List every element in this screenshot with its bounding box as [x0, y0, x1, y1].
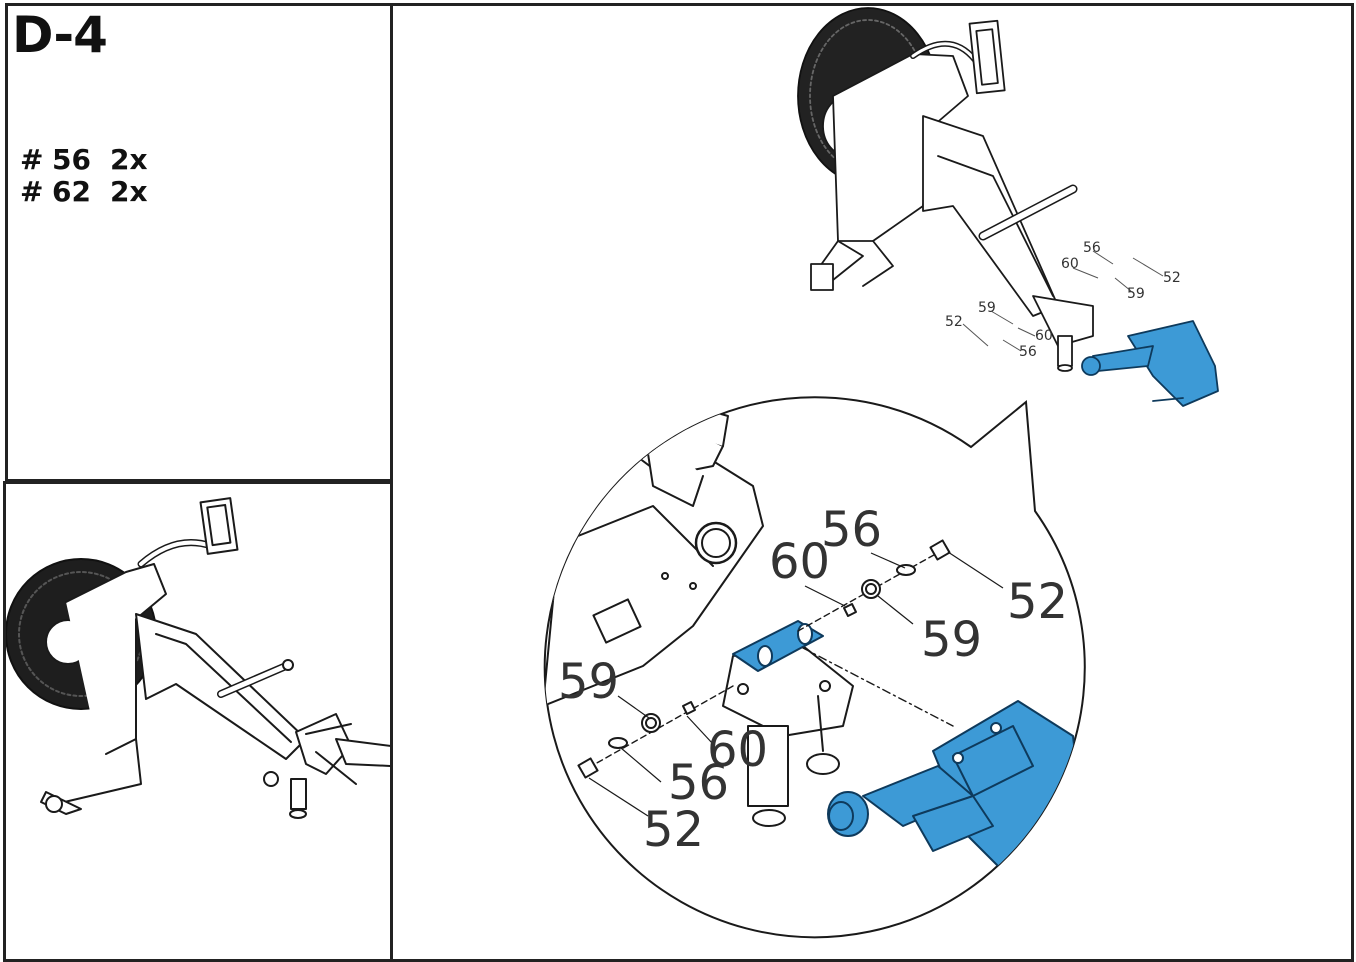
assembled-preview-panel [3, 481, 393, 962]
zoom-leader-lines [588, 551, 1004, 817]
part-number: 62 [52, 175, 91, 208]
parts-list-row: #62 2x [20, 176, 148, 208]
callout-label-60b: 60 [707, 722, 768, 778]
callout-label-52: 52 [1007, 574, 1068, 630]
overview-label-59: 59 [1127, 286, 1145, 302]
part-hash: # [20, 175, 44, 208]
callout-label-52b: 52 [643, 802, 704, 858]
callout-label-56: 56 [821, 502, 882, 558]
callout-label-59b: 59 [558, 654, 619, 710]
assembly-diagram-panel: 56 60 52 59 59 52 60 56 [390, 3, 1354, 962]
parts-list-row: #56 2x [20, 144, 148, 176]
part-quantity: 2x [110, 175, 148, 208]
overview-label-56b: 56 [1019, 344, 1037, 360]
step-title: D-4 [12, 6, 108, 64]
part-quantity: 2x [110, 143, 148, 176]
step-info-panel: D-4 #56 2x #62 2x [5, 3, 393, 482]
overview-label-59b: 59 [978, 300, 996, 316]
callout-label-59: 59 [921, 612, 982, 668]
assembly-diagram: 56 60 52 59 59 52 60 56 [543, 7, 1219, 939]
overview-label-60: 60 [1061, 256, 1079, 272]
overview-callouts [962, 250, 1164, 352]
parts-list: #56 2x #62 2x [20, 144, 148, 208]
overview-label-52: 52 [1163, 270, 1181, 286]
overview-label-60b: 60 [1035, 328, 1053, 344]
overview-label-52b: 52 [945, 314, 963, 330]
rowing-machine-preview-icon [6, 497, 390, 819]
callout-label-60: 60 [769, 534, 830, 590]
overview-label-56: 56 [1083, 240, 1101, 256]
part-hash: # [20, 143, 44, 176]
callout-label-56b: 56 [668, 755, 729, 811]
overview-machine-icon [797, 7, 1219, 407]
part-number: 56 [52, 143, 91, 176]
